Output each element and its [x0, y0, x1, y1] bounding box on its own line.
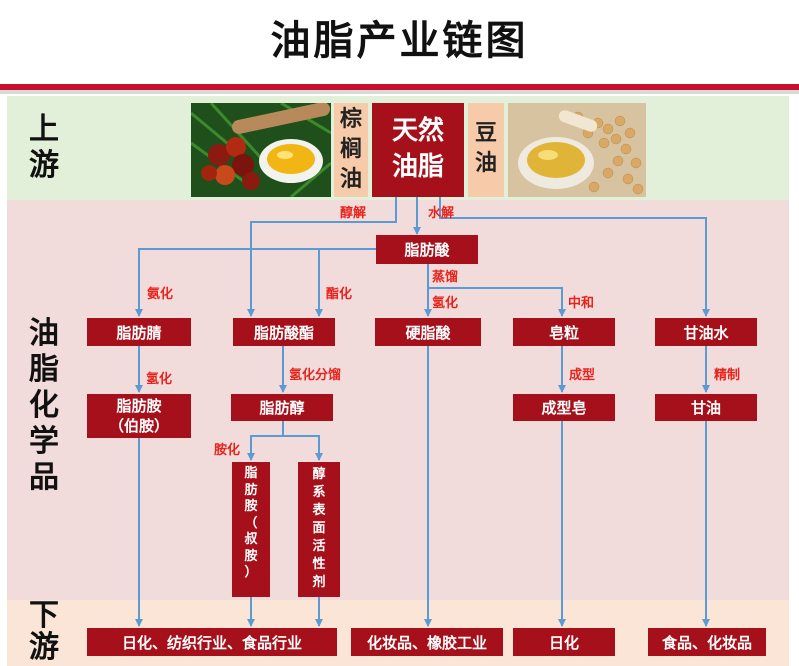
label-hydrogenation: 氢化 [432, 296, 459, 311]
label-hydro-fractionation: 氢化分馏 [289, 368, 342, 383]
alcohol-surfactant-box: 醇 系 表 面 活 性 剂 [298, 462, 340, 597]
label-hydrogenation-2: 氢化 [146, 372, 173, 387]
downstream-daily-textile-food: 日化、纺织行业、食品行业 [87, 628, 337, 656]
label-refining: 精制 [714, 368, 741, 383]
label-forming: 成型 [569, 368, 596, 383]
label-amination: 胺化 [214, 443, 241, 458]
downstream-food-cosmetics: 食品、化妆品 [648, 628, 766, 656]
midstream-label: 油 脂 化 学 品 [29, 316, 59, 495]
label-ammoniation: 氨化 [147, 287, 174, 302]
upstream-label: 上 游 [29, 112, 59, 183]
downstream-cosmetics-rubber: 化妆品、橡胶工业 [351, 628, 503, 656]
label-neutralization: 中和 [568, 296, 595, 311]
tertiary-amine-box: 脂 肪 胺 （ 叔 胺 ） [232, 462, 270, 597]
stearic-acid-box: 硬脂酸 [375, 318, 481, 346]
page-title: 油脂产业链图 [270, 18, 529, 64]
natural-oil-box: 天然 油脂 [372, 103, 464, 197]
label-hydrolysis: 水解 [428, 206, 455, 221]
label-distillation: 蒸馏 [432, 270, 459, 285]
fatty-alcohol-box: 脂肪醇 [231, 394, 333, 421]
soybean-oil-label: 豆 油 [468, 103, 504, 197]
downstream-daily-chemicals: 日化 [513, 628, 615, 656]
title-divider [0, 84, 799, 90]
palm-oil-photo [190, 101, 332, 199]
downstream-label: 下 游 [29, 598, 59, 665]
title-divider-shadow [0, 90, 799, 94]
label-esterification: 酯化 [326, 287, 353, 302]
palm-oil-label: 棕 榈 油 [334, 103, 368, 197]
glycerin-box: 甘油 [655, 394, 757, 421]
fatty-nitrile-box: 脂肪腈 [87, 318, 191, 346]
fatty-acid-ester-box: 脂肪酸酯 [233, 318, 335, 346]
fatty-amine-box: 脂肪胺 （伯胺） [87, 394, 191, 438]
fatty-acid-box: 脂肪酸 [376, 235, 478, 264]
glycerin-water-box: 甘油水 [655, 318, 757, 346]
soybean-oil-photo [508, 103, 646, 197]
formed-soap-box: 成型皂 [513, 394, 615, 421]
soap-noodle-box: 皂粒 [513, 318, 615, 346]
label-alcoholysis: 醇解 [340, 206, 367, 221]
